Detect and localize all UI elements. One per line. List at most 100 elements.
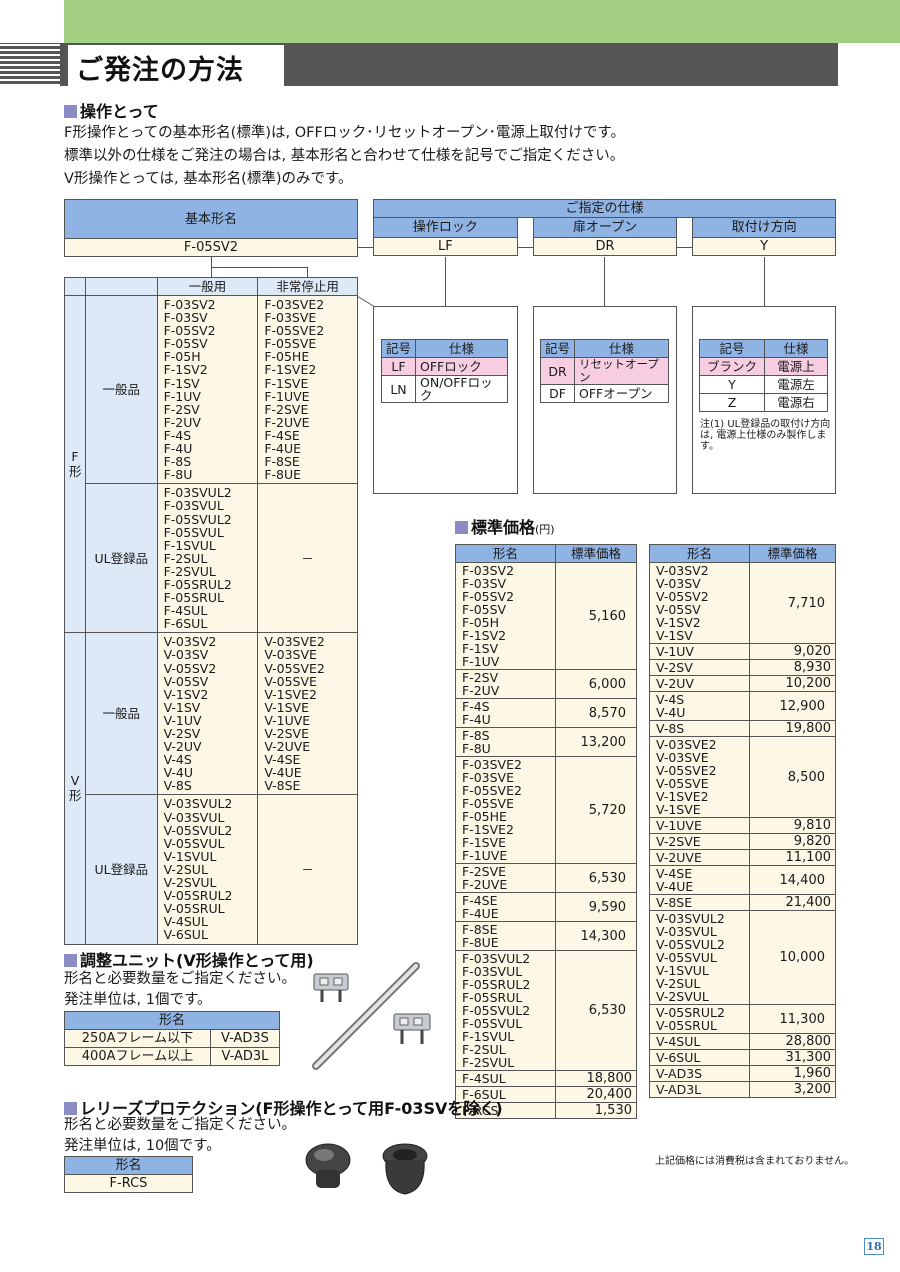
category-general: 一般品 xyxy=(85,632,158,796)
model-name: F-1SVUL xyxy=(462,1029,515,1044)
model-name: F-8SE xyxy=(264,454,300,470)
price-model-cell: V-2SV xyxy=(649,659,750,676)
price-model-cell: V-1UVE xyxy=(649,817,750,834)
v-type-label: V形 xyxy=(64,632,86,945)
model-name: V-1SV2 xyxy=(163,686,209,702)
model-name: V-05SVE2 xyxy=(656,763,717,778)
model-name: F-4SE xyxy=(264,427,300,443)
model-name: V-05SV xyxy=(163,673,209,689)
model-name: V-05SRUL xyxy=(163,901,225,917)
spec-header: 仕様 xyxy=(764,339,828,358)
dir-spec: 電源右 xyxy=(764,393,828,412)
designated-spec-box: ご指定の仕様 操作ロック 扉オープン 取付け方向 LF DR Y xyxy=(373,199,836,256)
model-name: V-8SE xyxy=(656,895,693,910)
model-name: F-2UVE xyxy=(264,414,310,430)
model-name: V-8S xyxy=(656,721,685,736)
model-name: V-05SVUL2 xyxy=(163,822,233,838)
model-name: F-03SVE xyxy=(462,770,514,785)
price-model-cell: V-4SUL xyxy=(649,1033,750,1050)
model-name: V-05SRUL2 xyxy=(163,888,233,904)
model-name: V-2SV xyxy=(656,660,693,675)
model-name: V-2UV xyxy=(656,676,694,691)
model-name: F-03SVE2 xyxy=(264,297,325,312)
adjust-text: 形名と必要数量をご指定ください。 発注単位は, 1個です。 xyxy=(64,969,296,1011)
model-name: F-2UVE xyxy=(462,877,508,892)
model-name: V-1UV xyxy=(656,644,694,659)
model-name: F-05HE xyxy=(264,349,310,365)
adjust-model-header: 形名 xyxy=(64,1011,280,1030)
model-name: F-05SVUL2 xyxy=(462,1003,531,1018)
model-name: F-05SVE2 xyxy=(264,323,325,339)
model-name: F-1SV2 xyxy=(462,628,507,643)
code-header: 記号 xyxy=(381,339,416,358)
model-name: V-4S xyxy=(163,752,192,768)
model-name: V-1SVE xyxy=(656,802,701,817)
model-name: F-05H xyxy=(163,349,201,365)
model-name: F-4S xyxy=(163,427,192,443)
model-name: F-1UVE xyxy=(264,388,310,404)
price-model-cell: V-AD3S xyxy=(649,1065,750,1082)
f-type-label: F形 xyxy=(64,294,86,634)
model-name: F-1SV xyxy=(163,375,200,391)
lock-spec: OFFロック xyxy=(415,357,508,376)
price-value: 21,400 xyxy=(749,894,836,911)
lock-spec: ON/OFFロック xyxy=(415,375,508,403)
adjust-frame: 250Aフレーム以下 xyxy=(64,1029,211,1048)
model-name: F-05SVE xyxy=(264,336,317,352)
model-name: V-1SVUL xyxy=(656,963,709,978)
price-header: 標準価格 xyxy=(555,544,637,563)
price-value: 7,710 xyxy=(749,562,836,644)
category-ul: UL登録品 xyxy=(85,794,158,945)
model-name: V-2SV xyxy=(163,726,201,741)
model-name: F-4SUL xyxy=(163,603,208,619)
dir-code: Y xyxy=(699,375,765,394)
model-name: V-1SV xyxy=(656,628,693,643)
model-name: V-1SVE2 xyxy=(264,686,317,702)
tax-note: 上記価格には消費税は含まれておりません。 xyxy=(655,1156,855,1167)
model-name: V-05SRUL xyxy=(656,1018,717,1033)
dir-value: Y xyxy=(692,237,836,256)
price-value: 14,300 xyxy=(555,921,637,951)
spec-header: 仕様 xyxy=(415,339,508,358)
code-header: 記号 xyxy=(540,339,575,358)
model-name: F-03SVUL2 xyxy=(462,951,531,966)
model-name: F-2SVE xyxy=(264,401,309,417)
price-heading-text: 標準価格 xyxy=(471,518,536,537)
price-value: 6,530 xyxy=(555,950,637,1071)
model-name: F-05SV xyxy=(163,336,208,352)
price-value: 1,960 xyxy=(749,1065,836,1082)
connector-diagonal xyxy=(356,295,376,308)
model-name: V-2SVUL xyxy=(163,875,217,891)
page-title: ご発注の方法 xyxy=(76,55,244,86)
price-value: 5,720 xyxy=(555,756,637,864)
adjust-line: 形名と必要数量をご指定ください。 xyxy=(64,971,296,987)
spec-header: 仕様 xyxy=(574,339,669,358)
model-name: F-8UE xyxy=(462,935,499,950)
model-name: F-03SVUL2 xyxy=(163,485,232,501)
adjust-heading: 調整ユニット(V形操作とって用) xyxy=(64,947,314,971)
model-name: V-4SUL xyxy=(656,1034,701,1049)
model-name: V-05SVUL xyxy=(656,950,717,965)
model-name: F-03SVUL xyxy=(163,498,224,514)
price-value: 8,570 xyxy=(555,698,637,728)
price-value: 19,800 xyxy=(749,720,836,737)
dir-spec: 電源左 xyxy=(764,375,828,394)
intro-line: V形操作とっては, 基本形名(標準)のみです。 xyxy=(64,171,353,187)
model-name: V-2UVE xyxy=(656,850,702,865)
category-general: 一般品 xyxy=(85,294,158,485)
price-model-cell: F-4SUL xyxy=(455,1070,556,1087)
price-value: 18,800 xyxy=(555,1070,637,1087)
model-name: F-2SVE xyxy=(462,864,507,879)
price-model-header: 形名 xyxy=(649,544,750,563)
model-name: F-05SVUL2 xyxy=(163,511,232,527)
model-name: V-2SVE xyxy=(264,726,309,741)
model-name: F-03SV xyxy=(462,576,507,591)
